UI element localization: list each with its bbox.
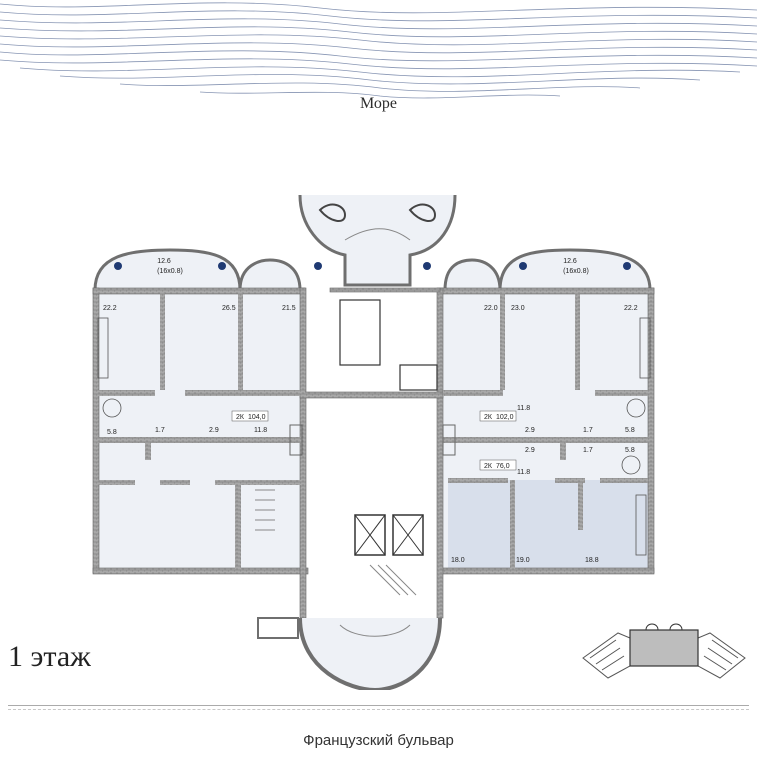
apt-west-type: 2К — [236, 414, 245, 421]
room-18-8: 18.8 — [585, 557, 599, 564]
north-tower — [298, 194, 457, 287]
sea-label: Море — [360, 95, 397, 112]
divider-line — [8, 705, 749, 706]
room-1-7-east1: 1.7 — [583, 427, 593, 434]
room-2-9-east2: 2.9 — [525, 447, 535, 454]
floor-label: 1 этаж — [8, 640, 91, 673]
apt-east1-area: 102,0 — [496, 414, 514, 421]
core-elements — [255, 299, 456, 596]
room-labels: 12.6 (16x0.8) 12.6 (16x0.8) 22.2 26.5 21… — [103, 258, 638, 564]
room-11-8-east1: 11.8 — [517, 405, 530, 412]
key-plan-highlight — [629, 629, 699, 667]
apt-east2-type: 2К — [484, 463, 493, 470]
room-2-9-west: 2.9 — [209, 427, 219, 434]
west-bay-area: 12.6 — [157, 258, 171, 265]
divider-dashed — [8, 709, 749, 710]
sea-waves — [0, 2, 757, 99]
street-label: Французский бульвар — [303, 732, 454, 749]
room-11-8-west: 11.8 — [254, 427, 267, 434]
east-bay-dims: (16x0.8) — [563, 268, 589, 275]
room-21-5: 21.5 — [282, 305, 296, 312]
apt-east2-area: 76,0 — [496, 463, 510, 470]
room-22-2-west: 22.2 — [103, 305, 117, 312]
room-18-0: 18.0 — [451, 557, 465, 564]
room-2-9-east1: 2.9 — [525, 427, 535, 434]
room-22-2-east: 22.2 — [624, 305, 638, 312]
apt-east1-type: 2К — [484, 414, 493, 421]
east-bay — [423, 248, 652, 292]
fixtures — [97, 317, 651, 556]
room-19-0: 19.0 — [516, 557, 530, 564]
room-26-5: 26.5 — [222, 305, 236, 312]
room-22-0: 22.0 — [484, 305, 498, 312]
apt-west-area: 104,0 — [248, 414, 266, 421]
building-walls — [92, 287, 655, 619]
room-5-8-east1: 5.8 — [625, 427, 635, 434]
highlighted-apartment — [448, 480, 648, 568]
key-plan — [582, 623, 746, 679]
room-11-8-east2: 11.8 — [517, 469, 530, 476]
floor-plan: 12.6 (16x0.8) 12.6 (16x0.8) 22.2 26.5 21… — [92, 194, 655, 690]
east-bay-area: 12.6 — [563, 258, 577, 265]
west-bay-dims: (16x0.8) — [157, 268, 183, 275]
west-bay — [93, 248, 322, 292]
room-1-7-east2: 1.7 — [583, 447, 593, 454]
room-5-8-east2: 5.8 — [625, 447, 635, 454]
room-5-8-west: 5.8 — [107, 429, 117, 436]
south-entrance — [257, 617, 442, 690]
room-23-0: 23.0 — [511, 305, 525, 312]
room-1-7-west: 1.7 — [155, 427, 165, 434]
